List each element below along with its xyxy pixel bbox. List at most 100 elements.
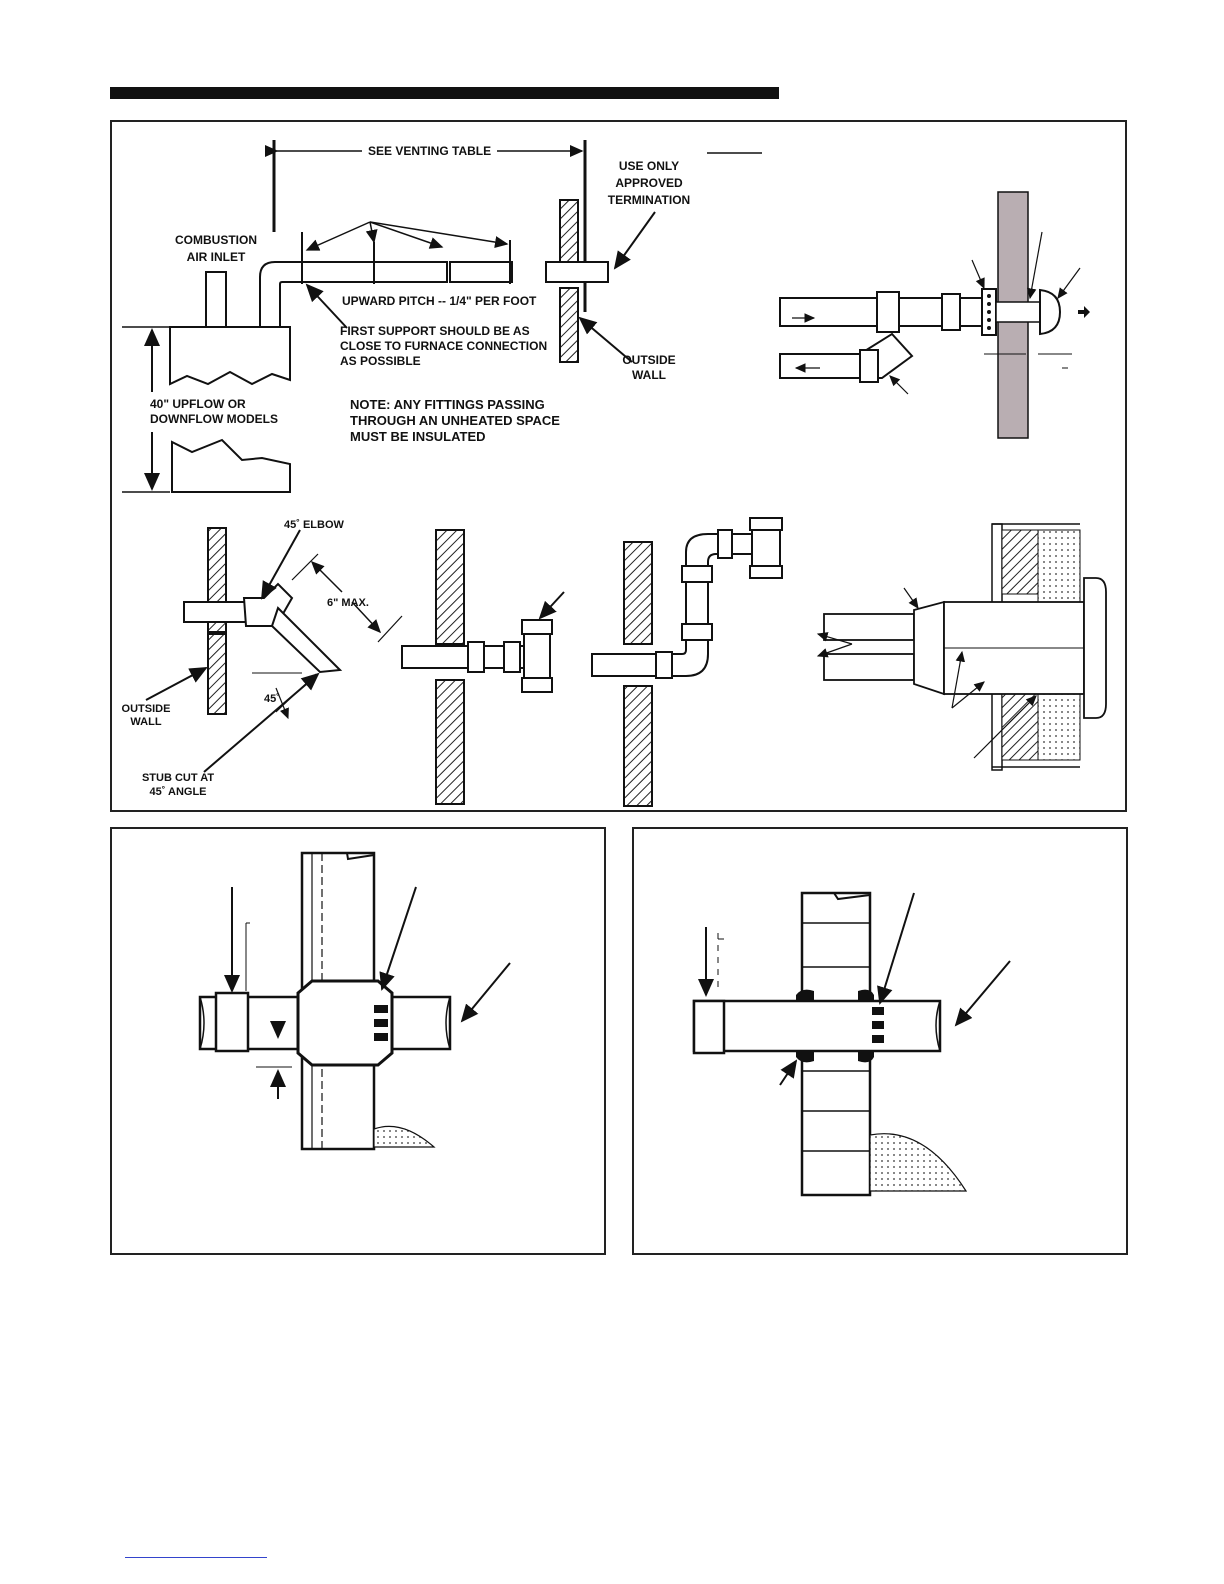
wall-break — [802, 892, 871, 901]
support-arrow-4 — [369, 221, 509, 249]
outside-wall-arrow — [578, 316, 633, 363]
wall-elbow-lower — [207, 633, 227, 715]
callout-inner-2 — [951, 681, 985, 709]
use-only-label: USE ONLY — [619, 159, 679, 173]
outside-wall-upper — [559, 199, 579, 263]
termination-label: TERMINATION — [608, 193, 690, 207]
footer-link-underline — [125, 1557, 267, 1558]
outside-wall-arrow-b — [145, 667, 208, 701]
seal-top-right — [858, 989, 874, 1001]
coupling-1 — [876, 291, 900, 333]
first-support-label-3: AS POSSIBLE — [340, 354, 421, 368]
air-inlet-label: AIR INLET — [187, 250, 246, 264]
plate-holes — [987, 294, 991, 330]
exhaust-pipe — [779, 332, 914, 379]
concentric-reducer — [913, 600, 945, 696]
wall-insulation-lower — [1037, 691, 1081, 761]
snorkel-tee-top — [749, 517, 783, 531]
coupling-3 — [859, 349, 879, 383]
outside-wall-label-2: WALL — [632, 368, 666, 382]
max-dim-line-1 — [291, 553, 319, 581]
approved-label: APPROVED — [615, 176, 683, 190]
angle-arrow — [275, 687, 289, 720]
pipe-end-right — [935, 1000, 941, 1052]
support-arrow-3 — [369, 221, 444, 249]
ground — [869, 1133, 968, 1192]
wall-penetration-detail-left — [110, 827, 606, 1255]
tee-coupling-2 — [503, 641, 521, 673]
support-arrow-1 — [305, 221, 371, 251]
wall-snorkel-lower — [623, 685, 653, 807]
callout-sleeve — [379, 886, 417, 991]
coupling-2 — [941, 293, 961, 331]
callout-pipe — [460, 962, 511, 1023]
sealant — [872, 1007, 884, 1043]
note-label-1: NOTE: ANY FITTINGS PASSING — [350, 397, 545, 412]
air-inlet-pipe — [205, 271, 227, 328]
callout-flow-2 — [816, 643, 853, 658]
wall-tee-lower — [435, 679, 465, 805]
wall-insulation-upper — [1037, 529, 1081, 603]
concentric-cap — [1083, 577, 1107, 719]
wall-snorkel-upper — [623, 541, 653, 645]
max-arrow-2 — [351, 601, 382, 634]
seal-top-left — [796, 989, 814, 1001]
callout-inner-1 — [951, 650, 966, 709]
callout-plate — [971, 259, 985, 290]
stub-cut-label-1: STUB CUT AT — [142, 772, 214, 784]
furnace-bottom — [171, 438, 291, 493]
tee-coupling-1 — [467, 641, 485, 673]
termination-arrow — [613, 211, 656, 270]
support-arrow-2 — [365, 221, 378, 244]
seal-bottom-right — [858, 1051, 874, 1063]
concentric-exhaust-pipe — [823, 653, 915, 681]
callout-sealant — [877, 892, 915, 1005]
callout-cap — [1057, 267, 1081, 299]
stub-cut-arrow — [203, 672, 320, 773]
outside-wall-b-label-1: OUTSIDE — [122, 703, 171, 715]
vent-pipe-mid — [449, 261, 513, 283]
first-support-label-1: FIRST SUPPORT SHOULD BE AS — [340, 324, 530, 338]
seal-bottom-left — [796, 1051, 814, 1063]
elbow-arrow — [261, 529, 301, 600]
pipe-end-left — [199, 996, 205, 1050]
ground — [373, 1125, 436, 1148]
pipe-through-wall — [692, 999, 942, 1053]
callout-flow-1 — [816, 632, 853, 645]
tee-bottom — [521, 677, 553, 693]
vent-pipe-end — [545, 261, 609, 283]
callout-seal — [779, 1059, 798, 1086]
snorkel-coupling-4 — [717, 529, 733, 559]
sleeve — [296, 979, 394, 1067]
penetration-diagram-left — [198, 851, 511, 1151]
vent-pipe-elbow — [259, 261, 448, 328]
pipe-coupling — [692, 999, 726, 1055]
models-label-1: 40" UPFLOW OR — [150, 397, 246, 411]
venting-diagram-panel: SEE VENTING TABLE USE ONLY APPROVED TERM… — [110, 120, 1127, 812]
outside-wall-b-label-2: WALL — [130, 716, 161, 728]
pipe-coupling — [214, 991, 250, 1053]
elbow-pipe — [183, 601, 247, 623]
concentric-inlet-pipe — [823, 613, 915, 641]
angle-label: 45˚ — [264, 693, 280, 705]
exhaust-arrow — [1078, 306, 1090, 318]
note-label-3: MUST BE INSULATED — [350, 429, 486, 444]
through-wall-pipe — [995, 301, 1043, 323]
see-venting-table-label: SEE VENTING TABLE — [368, 144, 491, 158]
first-support-label-2: CLOSE TO FURNACE CONNECTION — [340, 339, 547, 353]
models-label-2: DOWNFLOW MODELS — [150, 412, 278, 426]
snorkel-coupling-2 — [681, 623, 713, 641]
header-bar — [110, 87, 779, 99]
snorkel-coupling-3 — [681, 565, 713, 583]
pipe-end-right — [445, 996, 451, 1050]
wall-framing-lower — [1001, 691, 1039, 761]
stub-pipe — [270, 606, 343, 674]
tee-arrow — [538, 591, 565, 620]
stub-cut-label-2: 45˚ ANGLE — [149, 786, 206, 798]
upward-pitch-label: UPWARD PITCH -- 1/4" PER FOOT — [342, 294, 537, 308]
penetration-diagram-right — [692, 891, 1011, 1197]
callout-wall — [973, 695, 1037, 759]
sealant — [374, 1005, 388, 1041]
max-arrow-1 — [310, 560, 343, 593]
combustion-label: COMBUSTION — [175, 233, 257, 247]
